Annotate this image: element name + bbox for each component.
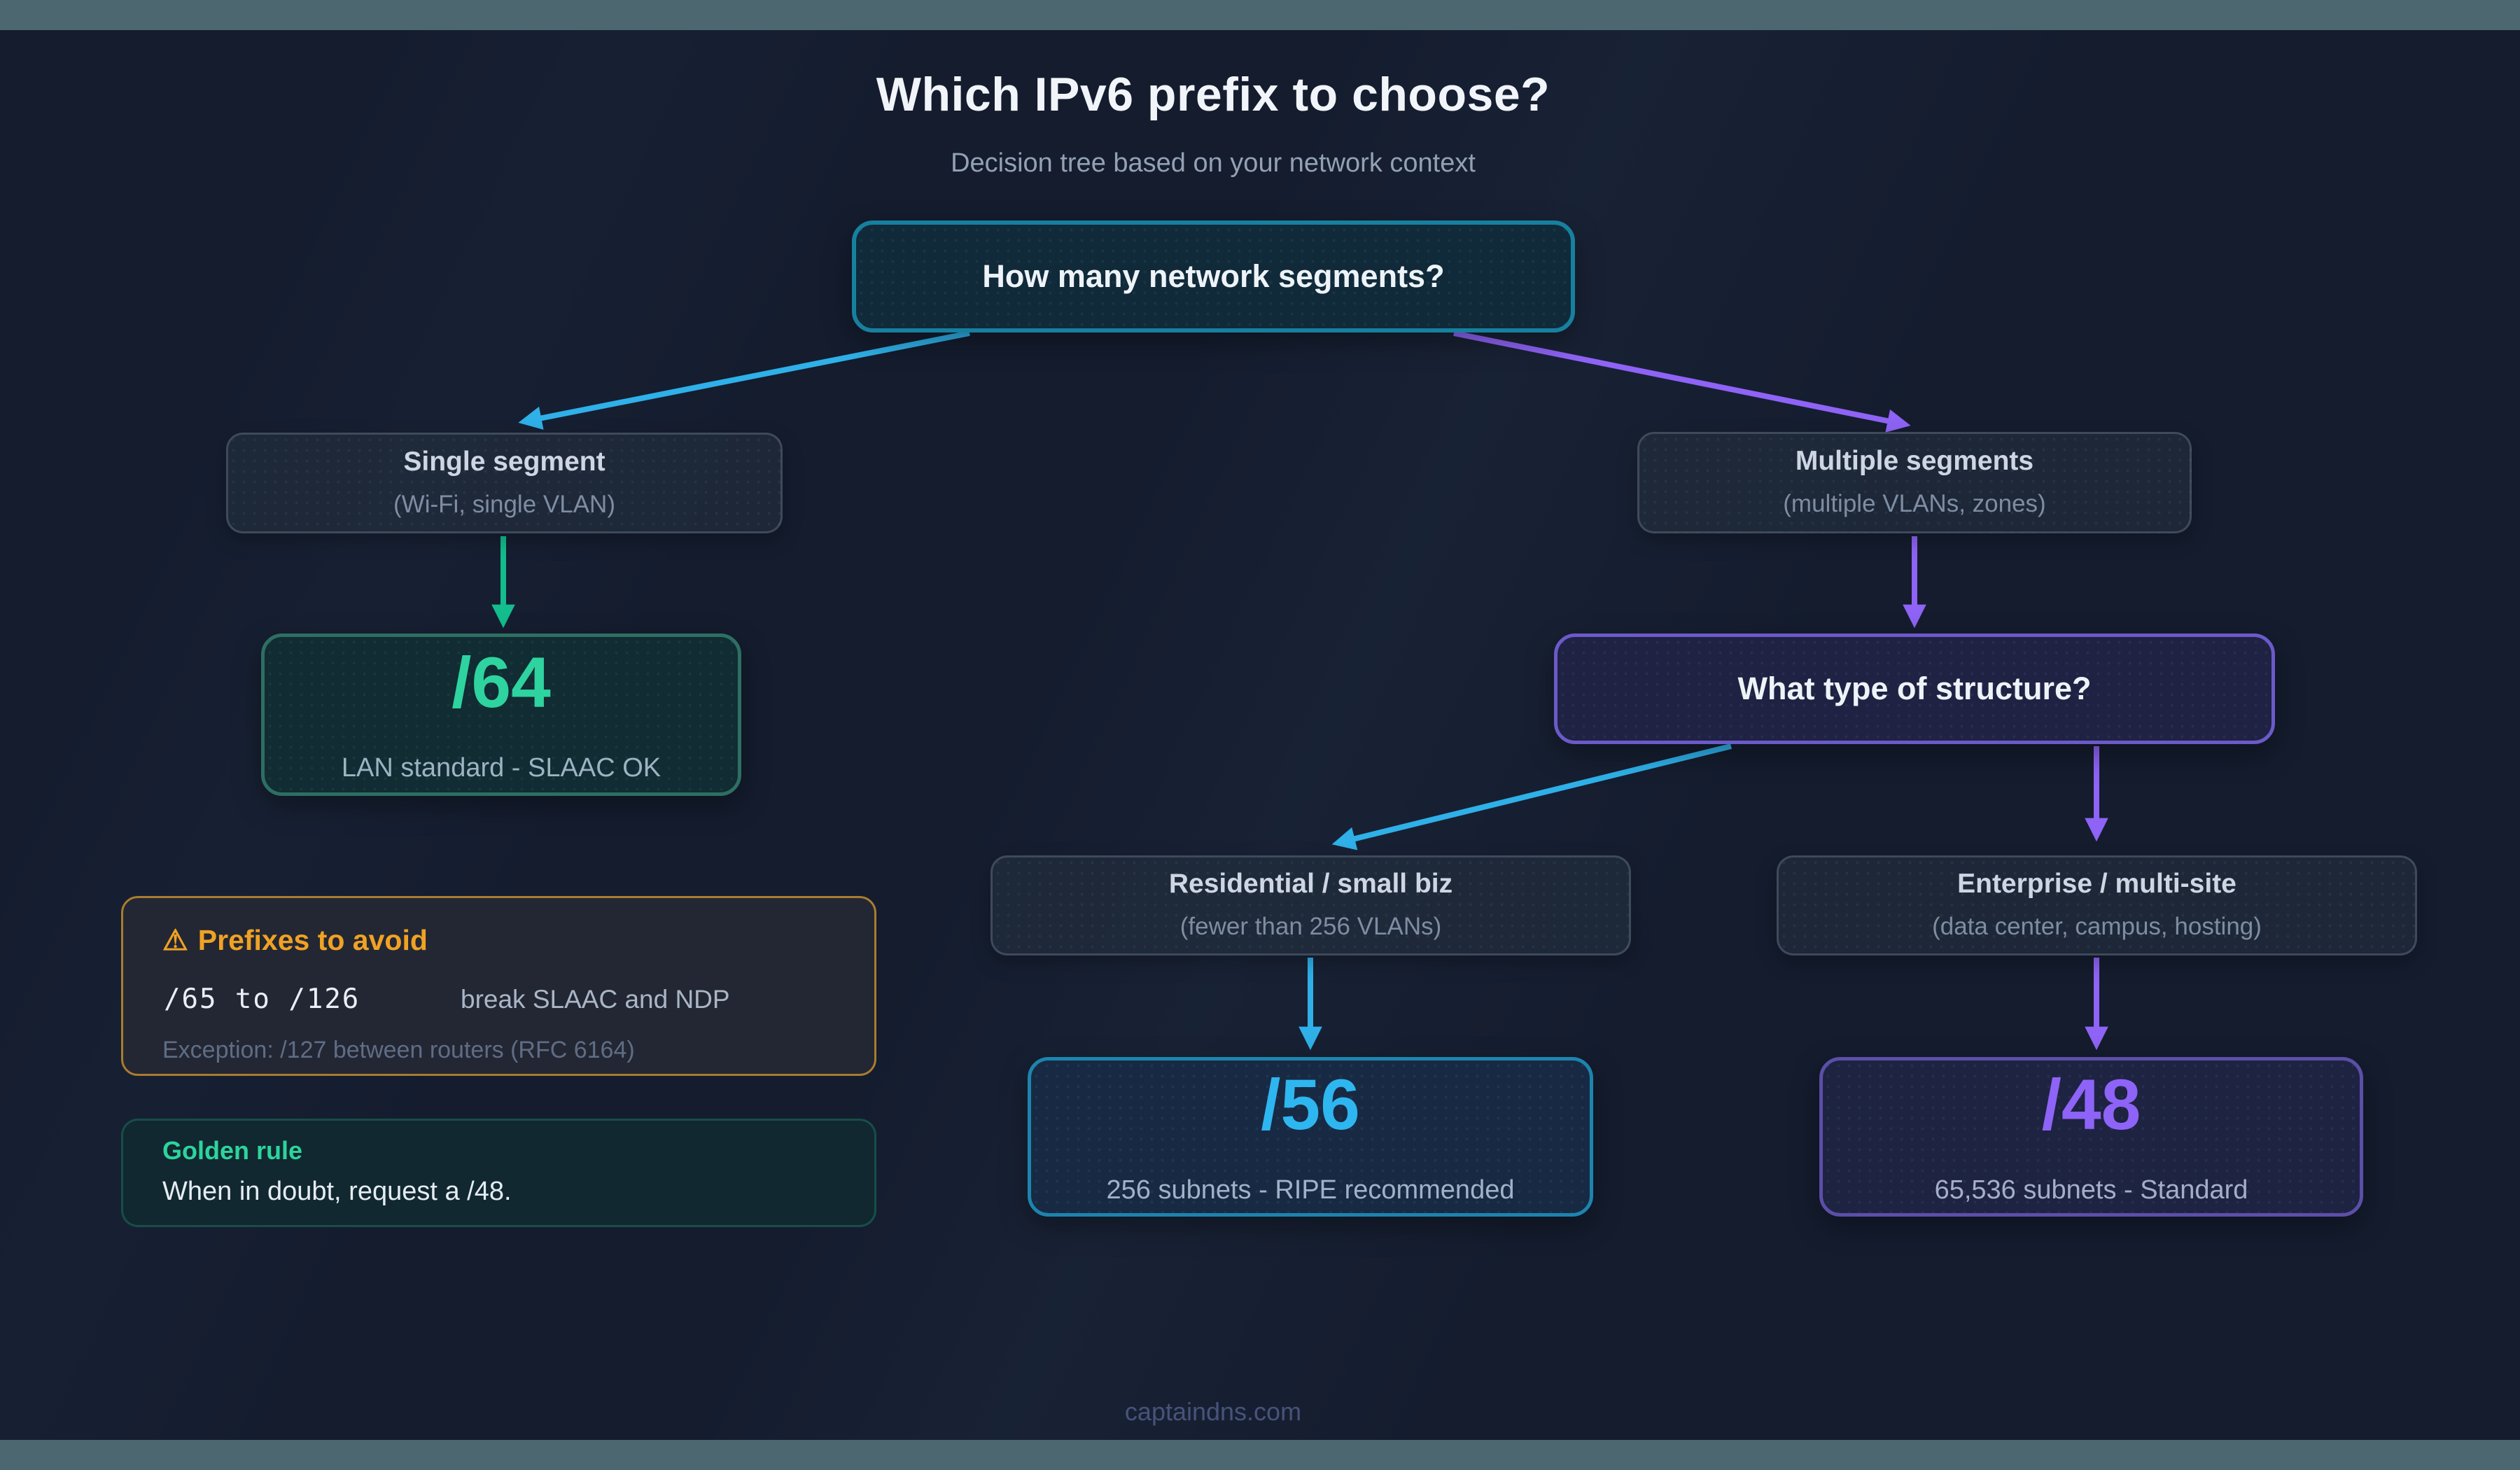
edge-root-to-multiple [1453,330,1911,433]
avoid-exception: Exception: /127 between routers (RFC 616… [162,1037,635,1063]
branch-multiple-subtitle: (multiple VLANs, zones) [1783,490,2046,517]
question-node-structure: What type of structure? [1554,634,2275,744]
golden-rule-title: Golden rule [162,1136,303,1165]
prefix-64-caption: LAN standard - SLAAC OK [341,752,662,783]
question-node-segments: How many network segments? [852,220,1575,332]
prefix-48-caption: 65,536 subnets - Standard [1934,1175,2248,1205]
prefix-56-value: /56 [1261,1064,1360,1144]
result-node-prefix-56: /56 256 subnets - RIPE recommended [1028,1057,1593,1217]
branch-enterprise-title: Enterprise / multi-site [1957,869,2236,899]
branch-single-subtitle: (Wi-Fi, single VLAN) [393,490,615,518]
branch-residential-subtitle: (fewer than 256 VLANs) [1180,913,1442,940]
prefix-64-value: /64 [451,642,551,722]
avoid-title: Prefixes to avoid [197,924,428,956]
avoid-prefix-range: /65 to /126 [164,983,360,1015]
avoid-title-row: ⚠ Prefixes to avoid [162,923,428,957]
branch-node-multiple-segments: Multiple segments (multiple VLANs, zones… [1637,432,2192,533]
warning-icon: ⚠ [162,924,188,956]
result-node-prefix-48: /48 65,536 subnets - Standard [1819,1057,2363,1217]
branch-single-title: Single segment [403,446,606,477]
question-node-segments-label: How many network segments? [982,258,1445,294]
branch-node-enterprise: Enterprise / multi-site (data center, ca… [1777,855,2417,955]
callout-golden-rule: Golden rule When in doubt, request a /48… [121,1119,876,1227]
edge-structure-to-residential [1331,743,1732,850]
top-accent-band [0,0,2520,30]
branch-enterprise-subtitle: (data center, campus, hosting) [1932,913,2262,940]
edge-root-to-single [518,330,970,430]
branch-residential-title: Residential / small biz [1168,869,1453,899]
result-node-prefix-64: /64 LAN standard - SLAAC OK [261,634,741,796]
bottom-accent-band [0,1440,2520,1470]
prefix-56-caption: 256 subnets - RIPE recommended [1106,1175,1515,1205]
branch-node-single-segment: Single segment (Wi-Fi, single VLAN) [226,433,783,533]
avoid-consequence: break SLAAC and NDP [461,985,730,1014]
page-subtitle: Decision tree based on your network cont… [951,148,1476,178]
branch-multiple-title: Multiple segments [1795,446,2034,476]
callout-prefixes-to-avoid: ⚠ Prefixes to avoid /65 to /126 break SLA… [121,896,876,1076]
page-title: Which IPv6 prefix to choose? [876,68,1550,121]
branch-node-residential: Residential / small biz (fewer than 256 … [990,855,1631,955]
site-footer: captaindns.com [1124,1397,1302,1426]
golden-rule-text: When in doubt, request a /48. [162,1177,512,1206]
question-node-structure-label: What type of structure? [1737,671,2092,706]
prefix-48-value: /48 [2041,1064,2141,1144]
